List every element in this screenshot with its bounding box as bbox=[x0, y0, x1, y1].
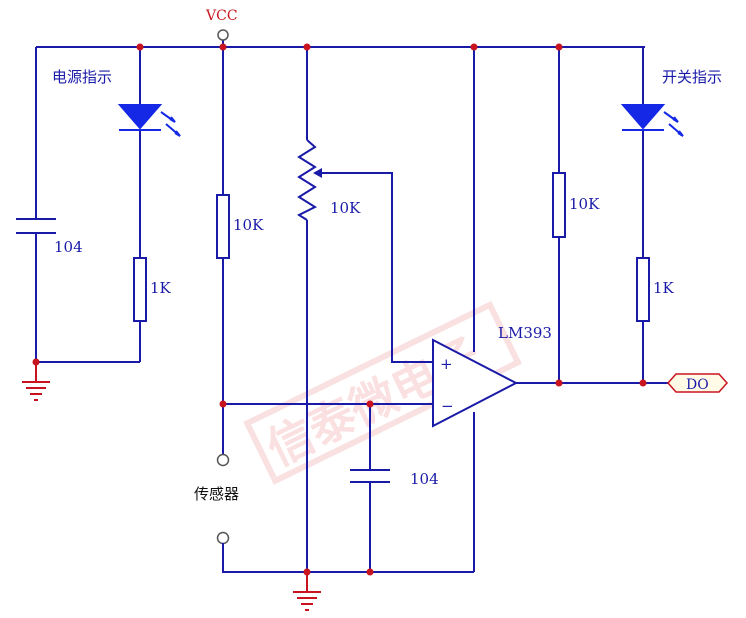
power-led-rays-icon bbox=[160, 111, 181, 137]
resistor-switch-led-value: 1K bbox=[653, 279, 675, 297]
switch-indicator-label: 开关指示 bbox=[662, 68, 722, 86]
capacitor-left-value: 104 bbox=[54, 238, 83, 256]
opamp-minus-sign: − bbox=[441, 397, 454, 415]
potentiometer bbox=[296, 139, 318, 221]
opamp-plus-sign: + bbox=[440, 355, 453, 373]
ground-bottom-icon bbox=[293, 572, 321, 611]
resistor-output-pullup-value: 10K bbox=[569, 195, 600, 213]
vcc-terminal bbox=[217, 29, 229, 41]
power-indicator-label: 电源指示 bbox=[52, 68, 112, 86]
ground-left-icon bbox=[22, 362, 50, 401]
comparator-label: LM393 bbox=[498, 324, 552, 342]
junction-dots bbox=[32, 43, 647, 576]
power-led-icon bbox=[117, 104, 163, 130]
resistor-power-led-value: 1K bbox=[150, 279, 172, 297]
do-output-label: DO bbox=[686, 377, 709, 393]
do-output-port bbox=[666, 373, 729, 393]
sensor-label: 传感器 bbox=[194, 485, 239, 503]
potentiometer-wiper-icon bbox=[313, 168, 322, 178]
sensor-terminal-top bbox=[216, 453, 230, 467]
resistor-sensor-pullup bbox=[216, 194, 230, 259]
vcc-label: VCC bbox=[205, 8, 238, 24]
switch-led-icon bbox=[620, 104, 666, 130]
lm393-comparator bbox=[432, 338, 519, 428]
sensor-terminal-bottom bbox=[216, 531, 230, 545]
switch-led-rays-icon bbox=[663, 111, 684, 137]
resistor-output-pullup bbox=[552, 172, 566, 238]
resistor-power-led bbox=[133, 257, 147, 322]
resistor-switch-led bbox=[636, 257, 650, 322]
capacitor-bottom-value: 104 bbox=[410, 470, 439, 488]
potentiometer-value: 10K bbox=[330, 199, 361, 217]
resistor-sensor-pullup-value: 10K bbox=[233, 216, 264, 234]
